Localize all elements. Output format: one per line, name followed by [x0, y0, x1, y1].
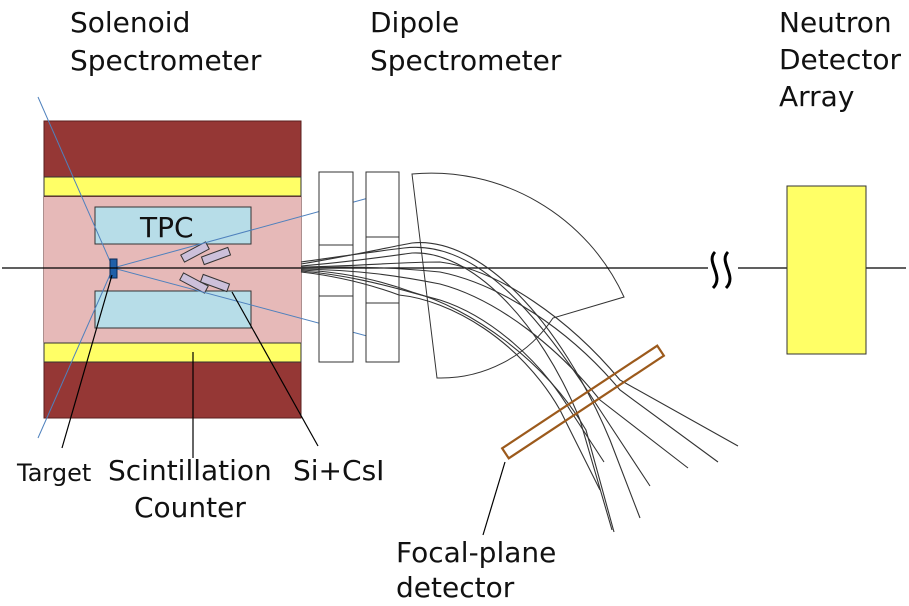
si-csi-label: Si+CsI — [293, 454, 384, 487]
focal-label-line-1: Focal-plane — [396, 536, 556, 569]
dipole-label-line-2: Spectrometer — [370, 44, 562, 77]
pointer-lines — [61, 274, 506, 536]
scintillation-label-line-1: Scintillation — [108, 454, 272, 487]
neutron-detector-array — [786, 185, 867, 355]
si-csi-pad — [199, 273, 231, 293]
solenoid-label-line-2: Spectrometer — [70, 44, 262, 77]
scintillation-label-line-2: Counter — [134, 491, 246, 524]
dipole-magnet — [411, 172, 625, 379]
tpc-lower — [94, 290, 252, 329]
neutron-label-line-1: Neutron — [779, 6, 892, 39]
focal-plane-label: Focal-plane detector — [396, 536, 565, 604]
neutron-label-line-3: Array — [779, 80, 854, 113]
scintillation-counter-label: Scintillation Counter — [108, 454, 281, 524]
focal-label-line-2: detector — [396, 571, 515, 604]
solenoid-spectrometer: TPC — [43, 120, 302, 419]
si-csi-pad — [179, 272, 209, 294]
tpc-upper — [94, 206, 252, 245]
tpc-label: TPC — [139, 211, 194, 244]
scintillation-counter-bottom — [43, 342, 302, 363]
si-csi-detectors — [179, 241, 232, 294]
dipole-spectrometer-label: Dipole Spectrometer — [370, 6, 562, 77]
si-csi-pad — [200, 246, 232, 266]
trajectories — [300, 242, 739, 533]
scintillation-counter-top — [43, 176, 302, 197]
quadrupole-2 — [365, 171, 400, 363]
solenoid-label-line-1: Solenoid — [70, 6, 190, 39]
break-symbol — [710, 250, 732, 290]
dipole-label-line-1: Dipole — [370, 6, 459, 39]
focal-plane-detector — [500, 344, 666, 460]
si-csi-pad — [180, 241, 210, 263]
solenoid-spectrometer-label: Solenoid Spectrometer — [70, 6, 262, 77]
target-label: Target — [16, 459, 91, 487]
neutron-detector-array-label: Neutron Detector Array — [779, 6, 909, 113]
neutron-label-line-2: Detector — [779, 43, 901, 76]
